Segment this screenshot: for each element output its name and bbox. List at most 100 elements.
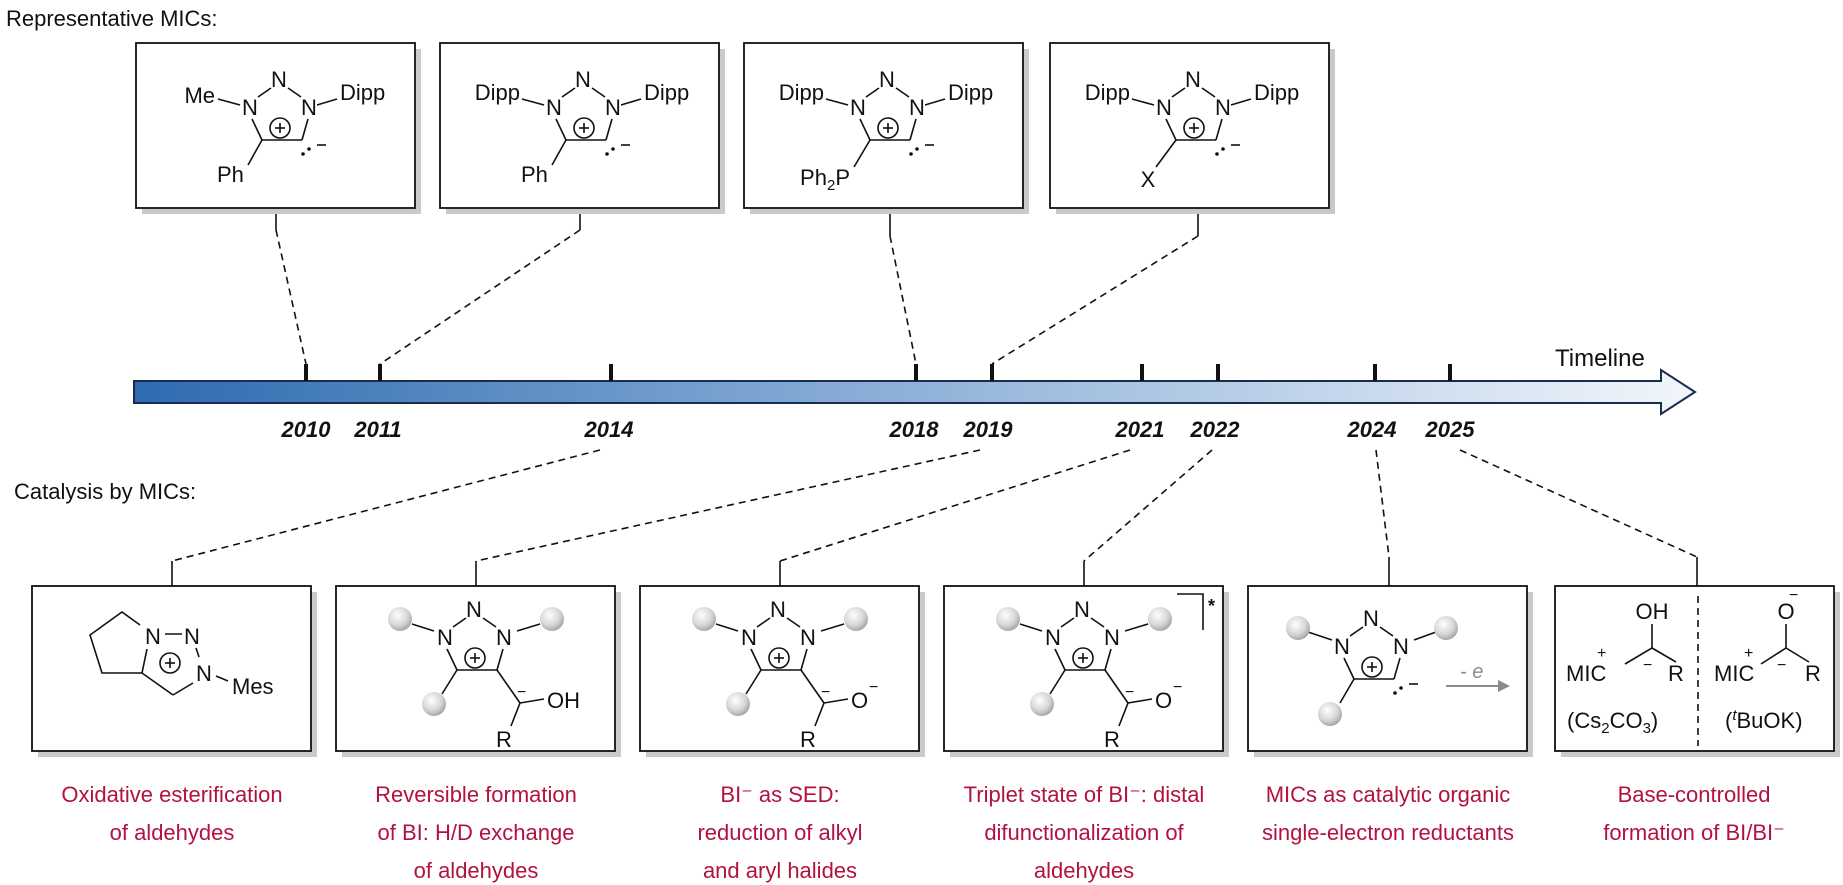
caption-line: and aryl halides — [703, 858, 857, 883]
year-label: 2014 — [584, 417, 634, 442]
caption-line: reduction of alkyl — [697, 820, 862, 845]
mic-label: MIC — [1566, 661, 1606, 686]
atom-n2: N — [879, 67, 895, 92]
carbanion-charge: − — [1643, 657, 1652, 674]
caption-line: difunctionalization of — [984, 820, 1184, 845]
r-group: R — [1104, 727, 1120, 752]
mic-box-2019: N N N Dipp Dipp X — [1049, 42, 1335, 214]
atom-n1: N — [1045, 625, 1061, 650]
tick-2019 — [990, 364, 994, 381]
atom-n1: N — [546, 95, 562, 120]
atom-n3: N — [301, 95, 317, 120]
representative-mics-heading: Representative MICs: — [6, 6, 218, 31]
substituent-ball — [1030, 692, 1054, 716]
tick-2010 — [304, 364, 308, 381]
substituent-ball — [996, 607, 1020, 631]
oxide-charge: − — [1173, 679, 1182, 696]
atom-n3: N — [196, 661, 212, 686]
substituent-c4: Ph2P — [800, 165, 850, 194]
caption-line: MICs as catalytic organic — [1266, 782, 1511, 807]
excited-state-bracket — [1177, 593, 1204, 630]
hydroxyl: OH — [547, 688, 580, 713]
catalysis-box-2014: N N N Mes — [31, 585, 317, 757]
bottom-connectors — [171, 449, 1698, 586]
cation-charge: + — [1744, 645, 1753, 662]
atom-n2: N — [575, 67, 591, 92]
year-label: 2011 — [353, 417, 401, 442]
tick-2011 — [378, 364, 382, 381]
caption-line: of aldehydes — [414, 858, 539, 883]
carbanion-charge: − — [517, 684, 526, 701]
mic-box-2010: N N N Me Dipp Ph — [135, 42, 421, 214]
substituent-right: Dipp — [948, 80, 993, 105]
r-group: R — [496, 727, 512, 752]
tick-2024 — [1373, 364, 1377, 381]
year-label: 2022 — [1190, 417, 1241, 442]
tick-2018 — [914, 364, 918, 381]
atom-n1: N — [1156, 95, 1172, 120]
substituent-left: Me — [184, 83, 215, 108]
substituent-c4: Ph — [521, 162, 548, 187]
cation-charge: + — [1597, 645, 1606, 662]
atom-n3: N — [909, 95, 925, 120]
timeline: Timeline 2010 2011 2014 2018 2019 2021 2… — [133, 345, 1697, 442]
atom-n1: N — [1334, 634, 1350, 659]
atom-n2: N — [770, 597, 786, 622]
substituent-c4: Ph — [217, 162, 244, 187]
caption-line: of BI: H/D exchange — [378, 820, 575, 845]
mic-box-2011: N N N Dipp Dipp Ph — [439, 42, 725, 214]
breslow-enolate: O − MIC + − R (tBuOK) — [1714, 587, 1821, 733]
substituent-left: Dipp — [475, 80, 520, 105]
base-cs2co3: (Cs2CO3) — [1567, 708, 1658, 737]
catalysis-heading: Catalysis by MICs: — [14, 479, 196, 504]
captions: Oxidative esterification of aldehydes Re… — [61, 782, 1784, 883]
oxygen: O — [1777, 599, 1794, 624]
catalysis-box-2021: N N N − O − R — [639, 585, 925, 757]
substituent-ball — [1318, 702, 1342, 726]
substituent-left: Dipp — [779, 80, 824, 105]
mic-label: MIC — [1714, 661, 1754, 686]
substituent-ball — [1434, 616, 1458, 640]
atom-n2: N — [1074, 597, 1090, 622]
atom-n3: N — [1215, 95, 1231, 120]
substituent-right: Dipp — [1254, 80, 1299, 105]
carbanion-charge: − — [1125, 684, 1134, 701]
tick-2022 — [1216, 364, 1220, 381]
atom-n1: N — [242, 95, 258, 120]
substituent-right: Dipp — [644, 80, 689, 105]
substituent-ball — [1286, 616, 1310, 640]
tick-2021 — [1140, 364, 1144, 381]
atom-n1: N — [850, 95, 866, 120]
catalysis-box-2019: N N N − OH R — [335, 585, 621, 757]
atom-n3: N — [605, 95, 621, 120]
year-label: 2019 — [963, 417, 1014, 442]
caption-line: Oxidative esterification — [61, 782, 282, 807]
caption-line: Base-controlled — [1618, 782, 1771, 807]
substituent-ball — [388, 607, 412, 631]
top-connectors — [275, 208, 1199, 365]
atom-n1: N — [437, 625, 453, 650]
caption-line: Triplet state of BI⁻: distal — [964, 782, 1205, 807]
oxygen: O — [851, 688, 868, 713]
r-group: R — [1668, 661, 1684, 686]
r-group: R — [800, 727, 816, 752]
atom-n2: N — [1363, 606, 1379, 631]
year-label: 2021 — [1115, 417, 1165, 442]
year-label: 2010 — [281, 417, 332, 442]
carbanion-charge: − — [821, 684, 830, 701]
timeline-arrow — [133, 368, 1697, 416]
tick-2025 — [1448, 364, 1452, 381]
excited-state-star: * — [1208, 596, 1215, 616]
atom-n2: N — [271, 67, 287, 92]
caption-line: aldehydes — [1034, 858, 1134, 883]
caption-line: formation of BI/BI⁻ — [1603, 820, 1785, 845]
atom-n3: N — [800, 625, 816, 650]
oxide-charge: − — [1789, 587, 1798, 604]
atom-n3: N — [496, 625, 512, 650]
tick-2014 — [609, 364, 613, 381]
breslow-intermediate: OH MIC + − R (Cs2CO3) — [1566, 599, 1684, 737]
substituent-ball — [692, 607, 716, 631]
oxygen: O — [1155, 688, 1172, 713]
timeline-label: Timeline — [1555, 345, 1645, 372]
